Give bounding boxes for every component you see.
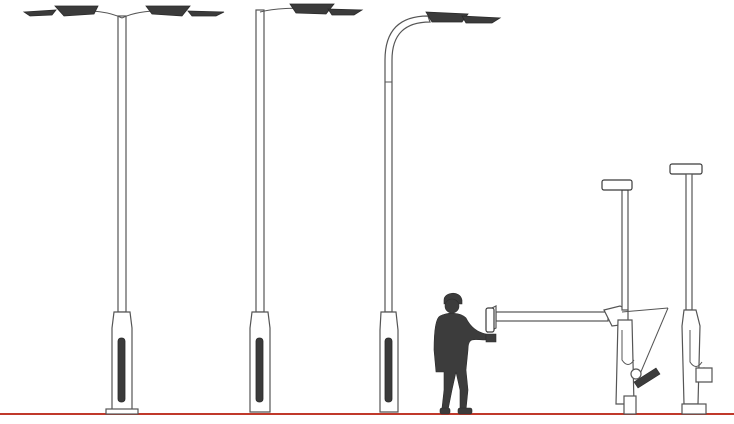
pole-curved-arm <box>379 11 502 413</box>
pole-tilting-lowered <box>485 179 669 415</box>
pole-single-arm <box>249 3 364 413</box>
pole-double-arm <box>22 5 225 415</box>
pole-tilting-upright <box>669 163 713 415</box>
worker-figure <box>433 292 497 415</box>
